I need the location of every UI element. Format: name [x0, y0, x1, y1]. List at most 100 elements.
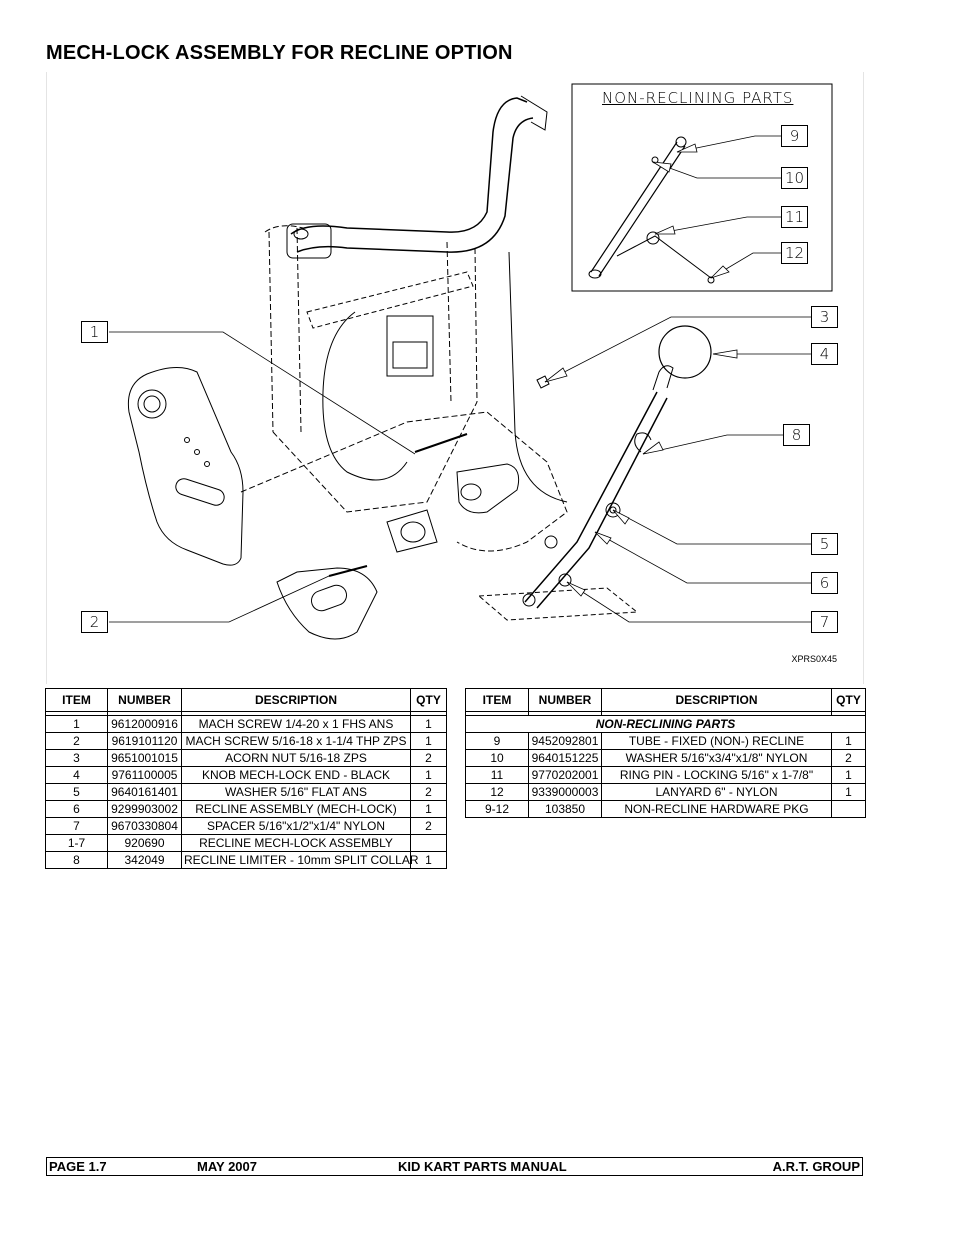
push-handle-inner [296, 117, 534, 253]
thp-screw [328, 565, 368, 577]
split-collar [634, 432, 652, 453]
cell-number: 9612000916 [107, 715, 182, 733]
exploded-diagram: NON-RECLINING PARTS 1 2 3 4 5 6 7 8 9 10… [46, 72, 864, 684]
cell-item: 9 [465, 732, 529, 750]
cell-qty: 2 [831, 749, 866, 767]
lanyard-end [707, 276, 715, 284]
acorn-nut [536, 375, 550, 389]
cell-number: 9619101120 [107, 732, 182, 750]
col-number: NUMBER [528, 688, 602, 712]
cell-description: NON-RECLINE HARDWARE PKG [601, 800, 832, 818]
cell-qty: 1 [410, 715, 447, 733]
cell-description: RECLINE LIMITER - 10mm SPLIT COLLAR [181, 851, 419, 869]
cell-number: 9339000003 [528, 783, 602, 801]
cell-description: TUBE - FIXED (NON-) RECLINE [601, 732, 832, 750]
spacer-lower [558, 573, 572, 587]
col-item: ITEM [465, 688, 529, 712]
handle-mount [286, 223, 332, 259]
cell-qty: 2 [410, 749, 447, 767]
footer-date: MAY 2007 [197, 1159, 257, 1174]
callout-3: 3 [811, 306, 838, 328]
callout-6: 6 [811, 572, 838, 594]
non-recline-inset-label: NON-RECLINING PARTS [602, 89, 794, 107]
arrowheads [544, 143, 738, 597]
plate-bolt [204, 461, 210, 467]
callout-9: 9 [781, 125, 808, 147]
parts-table-right: ITEM NUMBER DESCRIPTION QTY NON-RECLININ… [465, 688, 866, 818]
cell-item: 1 [45, 715, 108, 733]
cell-number: 103850 [528, 800, 602, 818]
callout-10: 10 [781, 167, 808, 189]
callout-5: 5 [811, 533, 838, 555]
callout-11: 11 [781, 206, 808, 228]
cell-qty: 1 [410, 851, 447, 869]
col-qty: QTY [410, 688, 447, 712]
page-title: MECH-LOCK ASSEMBLY FOR RECLINE OPTION [46, 42, 513, 64]
plate-slot [175, 478, 225, 506]
fhs-screw [414, 433, 468, 453]
mech-lock-knob [658, 325, 712, 379]
cell-item: 5 [45, 783, 108, 801]
release-cable [322, 311, 408, 481]
handle-cap [520, 95, 548, 131]
cell-number: 9640161401 [107, 783, 182, 801]
lower-bracket [386, 509, 438, 553]
fixed-tube-end [588, 269, 602, 279]
section-heading: NON-RECLINING PARTS [465, 715, 866, 733]
cell-qty [410, 834, 447, 852]
plate-bolt [184, 437, 190, 443]
cell-item: 2 [45, 732, 108, 750]
callout-7: 7 [811, 611, 838, 633]
col-qty: QTY [831, 688, 866, 712]
figure-code: XPRS0X45 [791, 654, 837, 664]
recline-rod [524, 391, 658, 603]
cell-qty: 1 [410, 766, 447, 784]
cell-description: MACH SCREW 1/4-20 x 1 FHS ANS [181, 715, 411, 733]
rod-end [522, 593, 536, 607]
footer-company: A.R.T. GROUP [772, 1159, 860, 1174]
cell-item: 10 [465, 749, 529, 767]
cell-number: 920690 [107, 834, 182, 852]
handle-mount-hole [293, 228, 309, 240]
cell-number: 9452092801 [528, 732, 602, 750]
cell-qty: 1 [410, 800, 447, 818]
cell-qty: 2 [410, 783, 447, 801]
plate-bolt [194, 449, 200, 455]
cell-item: 6 [45, 800, 108, 818]
leader-lines [109, 135, 811, 623]
callout-12: 12 [781, 242, 808, 264]
non-recline-inset-box [571, 83, 833, 292]
cell-number: 9299903002 [107, 800, 182, 818]
seat-pan [240, 411, 568, 552]
cell-description: SPACER 5/16"x1/2"x1/4" NYLON [181, 817, 411, 835]
side-plate [127, 367, 244, 566]
recline-bracket [456, 463, 520, 514]
cell-description: WASHER 5/16"x3/4"x1/8" NYLON [601, 749, 832, 767]
cell-description: RECLINE ASSEMBLY (MECH-LOCK) [181, 800, 411, 818]
col-number: NUMBER [107, 688, 182, 712]
cell-item: 8 [45, 851, 108, 869]
washer [605, 502, 621, 518]
cell-item: 3 [45, 749, 108, 767]
label-plate-inner [392, 341, 428, 369]
cell-number: 9761100005 [107, 766, 182, 784]
callout-8: 8 [783, 424, 810, 446]
cell-item: 1-7 [45, 834, 108, 852]
assembly-drawing [109, 83, 833, 640]
callout-2: 2 [81, 611, 108, 633]
seat-frame-rear [272, 401, 478, 513]
bushing [400, 521, 426, 543]
cell-description: LANYARD 6" - NYLON [601, 783, 832, 801]
col-item: ITEM [45, 688, 108, 712]
cell-description: KNOB MECH-LOCK END - BLACK [181, 766, 411, 784]
ring-pin [646, 231, 660, 245]
rod-threaded-end [652, 365, 674, 391]
lanyard [616, 235, 712, 279]
